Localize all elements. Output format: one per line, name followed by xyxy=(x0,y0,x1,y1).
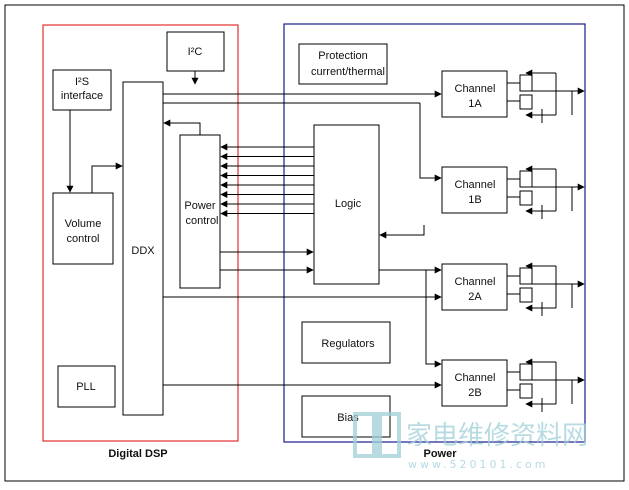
channel-1b-label-line2: 1B xyxy=(468,194,481,206)
output-stage xyxy=(507,358,585,412)
outer-frame xyxy=(4,4,625,482)
channel-2a-label-line1: Channel xyxy=(455,276,496,288)
pll-block: PLL xyxy=(57,365,116,408)
power-control-block: Power control xyxy=(179,134,221,289)
channel-2b-label-line1: Channel xyxy=(455,372,496,384)
i2c-block: I²C xyxy=(166,31,225,72)
watermark-text: 家电维修资料网 xyxy=(406,421,588,451)
protection-label-line2: current/thermal xyxy=(311,66,385,78)
watermark: 家电维修资料网 www.520101.com xyxy=(353,412,588,471)
ddx-label: DDX xyxy=(131,245,155,257)
channel-2a-label-line2: 2A xyxy=(468,291,482,303)
power-control-label-line2: control xyxy=(185,215,218,227)
power-label: Power xyxy=(423,448,457,460)
i2s-interface-block: I²S interface xyxy=(52,69,112,111)
power-control-label-line1: Power xyxy=(184,200,216,212)
channel-1a-label-line1: Channel xyxy=(455,83,496,95)
protection-label-line1: Protection xyxy=(318,50,368,62)
output-stage xyxy=(507,165,585,219)
channel-2b-block: Channel 2B xyxy=(441,359,508,407)
output-stage xyxy=(507,262,585,316)
protection-block: Protection current/thermal xyxy=(298,43,388,85)
volume-label-line1: Volume xyxy=(65,218,102,230)
watermark-url: www.520101.com xyxy=(408,458,548,471)
channel-output-stages xyxy=(507,69,585,412)
logic-to-power-control-bus xyxy=(220,143,314,217)
channel-2b-label-line2: 2B xyxy=(468,387,481,399)
channel-1a-label-line2: 1A xyxy=(468,98,482,110)
volume-control-block: Volume control xyxy=(52,192,114,265)
digital-dsp-region xyxy=(42,24,239,442)
i2c-label: I²C xyxy=(188,46,203,58)
signal-wires xyxy=(66,71,442,389)
pll-label: PLL xyxy=(76,381,96,393)
i2s-label-line1: I²S xyxy=(75,76,89,88)
output-stage xyxy=(507,69,585,123)
regulators-block: Regulators xyxy=(301,321,391,364)
digital-dsp-label: Digital DSP xyxy=(108,448,167,460)
logic-block: Logic xyxy=(313,124,380,285)
logic-label: Logic xyxy=(335,198,362,210)
power-region xyxy=(283,23,586,443)
channel-1b-block: Channel 1B xyxy=(441,166,508,214)
volume-label-line2: control xyxy=(66,233,99,245)
regulators-label: Regulators xyxy=(321,338,375,350)
channel-1a-block: Channel 1A xyxy=(441,70,508,118)
channel-1b-label-line1: Channel xyxy=(455,179,496,191)
channel-2a-block: Channel 2A xyxy=(441,263,508,311)
ddx-block: DDX xyxy=(122,81,164,416)
i2s-label-line2: interface xyxy=(61,90,103,102)
